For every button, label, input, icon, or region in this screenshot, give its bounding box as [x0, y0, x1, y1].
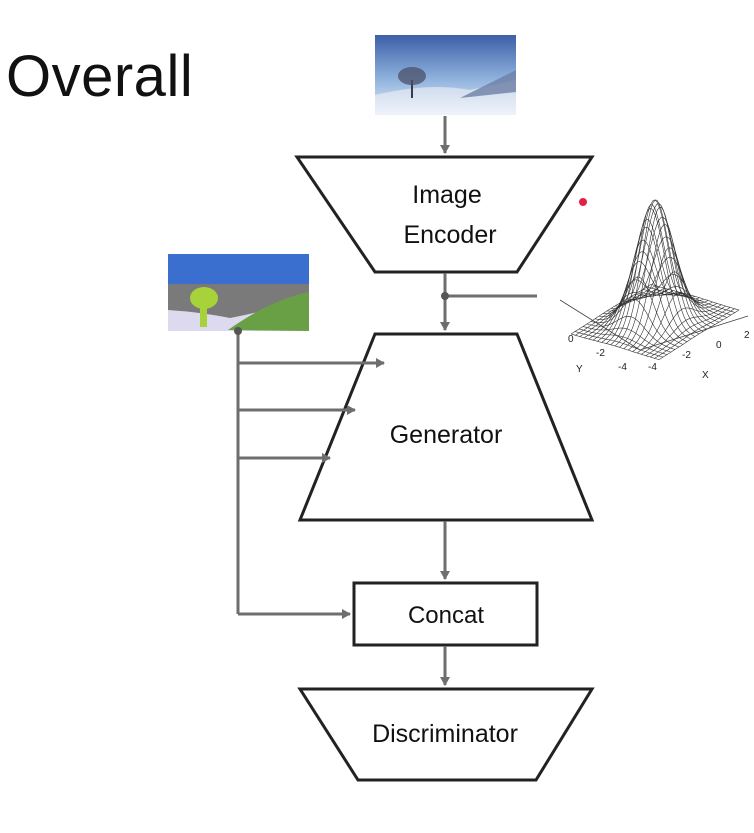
generator-label: Generator — [390, 421, 503, 449]
mesh-line — [632, 271, 713, 352]
mesh-line — [579, 286, 660, 337]
plot-axes — [559, 299, 749, 351]
discriminator-block: Discriminator — [297, 687, 595, 782]
x-tick-1: -2 — [682, 350, 691, 361]
mesh-line — [619, 206, 700, 348]
mesh-line — [594, 276, 684, 345]
x-axis-label: X — [702, 370, 709, 381]
y-axis-label: Y — [576, 364, 583, 375]
mesh-line — [578, 328, 668, 355]
mesh-line — [584, 287, 665, 339]
x-tick-0: -4 — [648, 362, 657, 373]
gaussian-surface-plot: 0 -2 -4 Y -4 -2 0 2 X — [559, 199, 750, 381]
mesh-line — [636, 292, 718, 354]
mesh-line — [582, 326, 672, 353]
x-tick-3: 2 — [744, 330, 750, 341]
image-encoder-label-line2: Encoder — [403, 221, 496, 249]
mesh-line — [574, 331, 664, 358]
mesh-line — [650, 307, 731, 358]
mesh-line — [658, 309, 740, 360]
image-encoder-block: Image Encoder — [294, 155, 595, 274]
mesh-line — [623, 224, 704, 349]
mesh-line — [614, 199, 696, 347]
junction-dot-layout — [234, 327, 242, 335]
mesh-line — [570, 333, 660, 360]
image-encoder-label-line1: Image — [412, 181, 481, 209]
input-photo — [375, 35, 516, 115]
concat-block: Concat — [352, 581, 539, 647]
mesh-line — [606, 208, 696, 337]
mesh-line — [641, 304, 722, 355]
mesh-line — [630, 274, 720, 323]
mesh-line — [590, 298, 680, 348]
concat-label: Concat — [408, 602, 484, 629]
y-tick-0: 0 — [568, 334, 574, 345]
discriminator-label: Discriminator — [372, 720, 518, 748]
mesh-line — [598, 251, 688, 342]
x-tick-2: 0 — [716, 340, 722, 351]
mesh-line — [628, 247, 709, 351]
mesh-line — [645, 305, 726, 356]
laser-pointer-dot — [579, 198, 587, 206]
semantic-layout-map — [168, 254, 309, 331]
mesh-line — [610, 199, 700, 335]
page-title: Overall — [6, 44, 194, 109]
junction-dot-encoder — [441, 292, 449, 300]
y-tick-2: -4 — [618, 362, 627, 373]
mesh-line — [654, 308, 735, 359]
y-tick-1: -2 — [596, 348, 605, 359]
